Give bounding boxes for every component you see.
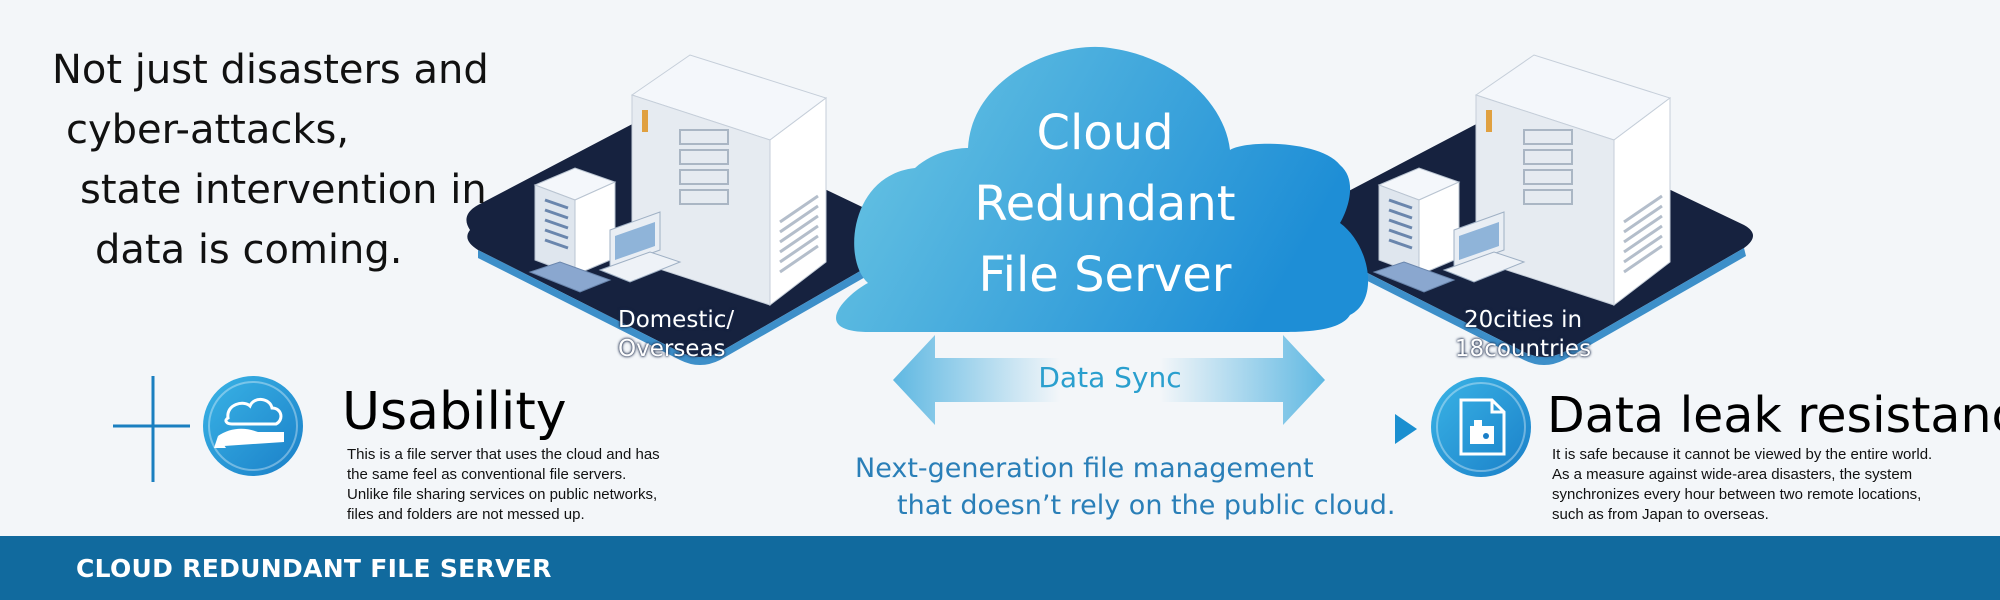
left-server-label: Domestic/ Overseas (618, 306, 734, 364)
left-server-label-line-1: Domestic/ (618, 307, 735, 333)
right-server-label-line-2: 18countries (1454, 336, 1592, 362)
tagline-line-2: that doesn’t rely on the public cloud. (897, 490, 1396, 521)
usability-description: This is a file server that uses the clou… (347, 445, 660, 525)
cloud-title: Cloud Redundant File Server (950, 98, 1260, 311)
cloud-title-line-2: Redundant (974, 176, 1236, 232)
left-workstation-icon (528, 167, 682, 293)
usability-title: Usability (342, 382, 567, 442)
data-sync-label: Data Sync (1038, 361, 1182, 394)
cloud-title-line-1: Cloud (1036, 105, 1174, 161)
data-sync-arrow (893, 335, 1325, 425)
cloud-shape (836, 46, 1369, 332)
headline-line-2: cyber-attacks, (66, 107, 350, 153)
headline-line-3: state intervention in (80, 167, 487, 213)
leak-desc-line-4: such as from Japan to overseas. (1552, 506, 1769, 523)
cloud-title-line-3: File Server (978, 247, 1232, 303)
headline-line-1: Not just disasters and (52, 47, 489, 93)
headline-line-4: data is coming. (95, 227, 403, 273)
right-server-label-line-1: 20cities in (1463, 307, 1583, 333)
usability-desc-line-2: the same feel as conventional file serve… (347, 466, 627, 483)
tagline: Next-generation file management that doe… (855, 450, 1415, 524)
leak-resistance-title: Data leak resistance (1547, 387, 2000, 444)
usability-desc-line-1: This is a file server that uses the clou… (347, 446, 660, 463)
leak-desc-line-1: It is safe because it cannot be viewed b… (1552, 446, 1933, 463)
play-triangle-icon (1395, 414, 1417, 444)
usability-desc-line-4: files and folders are not messed up. (347, 506, 585, 523)
left-server-label-line-2: Overseas (618, 336, 726, 362)
headline: Not just disasters and cyber-attacks, st… (0, 40, 560, 280)
document-icon (1431, 377, 1531, 477)
footer-bar: CLOUD REDUNDANT FILE SERVER (0, 536, 2000, 600)
tagline-line-1: Next-generation file management (855, 453, 1314, 484)
left-tower-server-icon (630, 54, 828, 307)
plus-icon (113, 376, 190, 482)
right-tower-server-icon (1474, 54, 1672, 307)
leak-desc-line-3: synchronizes every hour between two remo… (1552, 486, 1922, 503)
right-workstation-icon (1372, 167, 1526, 293)
leak-desc-line-2: As a measure against wide-area disasters… (1552, 466, 1913, 483)
right-server-label: 20cities in 18countries (1448, 306, 1598, 364)
cloud-hand-icon (203, 376, 303, 476)
leak-resistance-description: It is safe because it cannot be viewed b… (1552, 445, 1932, 525)
usability-desc-line-3: Unlike file sharing services on public n… (347, 486, 658, 503)
footer-title: CLOUD REDUNDANT FILE SERVER (76, 554, 552, 583)
